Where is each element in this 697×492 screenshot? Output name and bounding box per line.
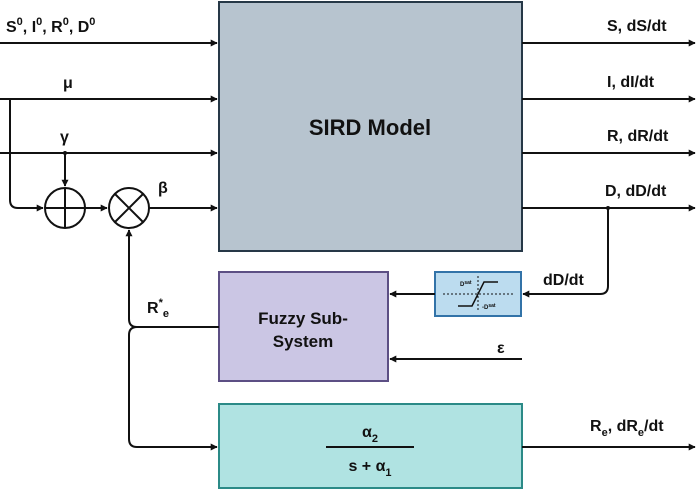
s-output-label: S, dS/dt [607,18,667,35]
initial-conditions-label: S0, I0, R0, D0 [6,16,95,36]
fuzzy-subsystem-line1: Fuzzy Sub- [258,309,348,328]
beta-label: β [158,180,168,197]
d-output-label: D, dD/dt [605,183,667,200]
transfer-denominator: s + α1 [348,458,391,479]
product-junction-cross-b [114,193,144,223]
saturation-upper-label: Dsat [460,280,472,288]
dd-feedback-label: dD/dt [543,272,585,289]
transfer-numerator: α2 [362,424,378,445]
epsilon-label: ε [497,340,505,357]
mu-to-sum-wire [9,99,44,212]
dd-branch-dot [606,206,610,210]
sird-model-title: SIRD Model [309,115,431,140]
sird-model-block [218,1,523,252]
re-output-label: Re, dRe/dt [590,418,664,439]
re-star-label: R*e [147,297,169,320]
saturation-curve [458,281,498,307]
re-star-to-transfer-wire [128,326,218,451]
i-output-label: I, dI/dt [607,74,655,91]
mu-label: μ [63,75,73,92]
fuzzy-subsystem-block [218,271,389,382]
r-output-label: R, dR/dt [607,128,669,145]
saturation-lower-label: -Dsat [482,303,496,311]
dd-feedback-wire [522,208,609,298]
gamma-label: γ [60,129,69,146]
gamma-branch-dot [63,151,67,155]
fuzzy-subsystem-line2: System [273,332,333,351]
re-star-feedback-wire [125,229,219,328]
